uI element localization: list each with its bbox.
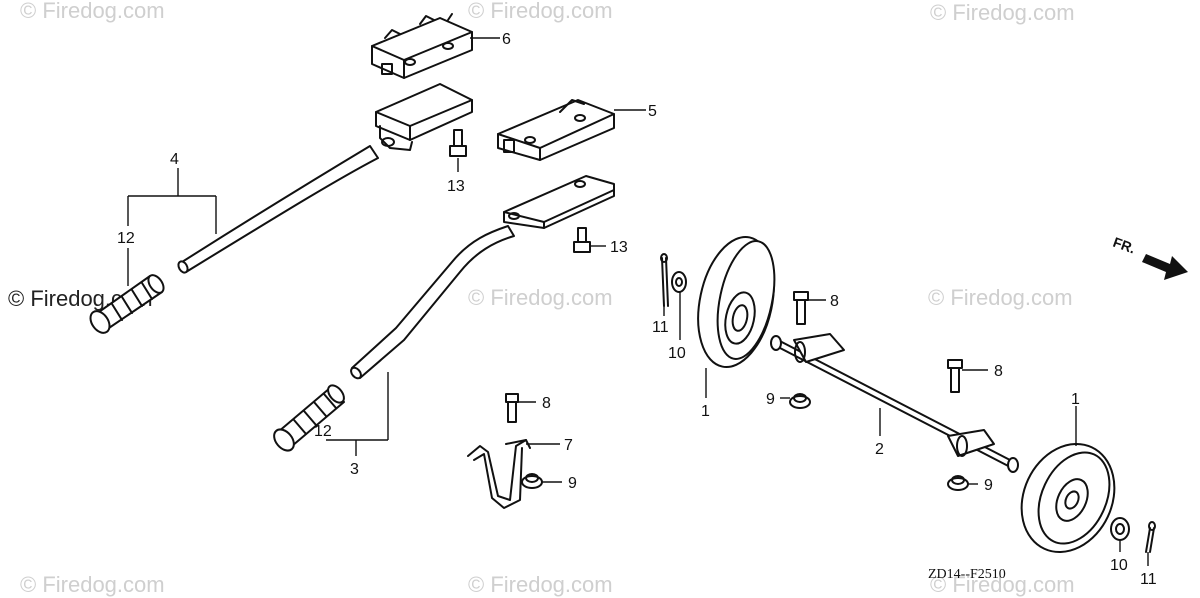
callout-12-upper: 12 (117, 230, 135, 247)
part-4-upper-handle (177, 83, 473, 274)
watermark: © Firedog.com (930, 0, 1075, 25)
callout-2: 2 (875, 441, 884, 458)
part-10-washer-left (671, 271, 687, 293)
callout-13-upper: 13 (447, 178, 465, 195)
front-direction-label: FR. (1111, 234, 1138, 257)
watermark: © Firedog.com (468, 285, 613, 310)
callout-10-left: 10 (668, 345, 686, 362)
callout-9-axle-right: 9 (984, 477, 993, 494)
callout-12-lower: 12 (314, 423, 332, 440)
part-9-nut-b (789, 393, 811, 409)
part-8-bolt-b (793, 291, 809, 325)
callout-7: 7 (564, 437, 573, 454)
callout-9-stay: 9 (568, 475, 577, 492)
watermark: © Firedog.com (468, 572, 613, 597)
callouts: 6 5 4 12 13 13 12 3 8 7 9 8 9 8 9 11 10 … (117, 31, 1157, 588)
watermark: © Firedog.com (928, 285, 1073, 310)
part-2-axle (770, 333, 1019, 473)
part-13-bolt-lower (573, 227, 591, 253)
part-5-bracket-cover (497, 99, 615, 161)
watermarks: © Firedog.com © Firedog.com © Firedog.co… (8, 0, 1075, 597)
part-12-grip-lower (273, 384, 345, 452)
callout-11-left: 11 (652, 319, 669, 336)
part-1-wheel-left (697, 236, 776, 368)
drawing-code: ZD14--F2510 (928, 567, 1006, 582)
front-direction-arrow-icon (1142, 254, 1188, 280)
part-7-stay (467, 439, 531, 509)
callout-8-axle-right: 8 (994, 363, 1003, 380)
watermark: © Firedog.com (20, 572, 165, 597)
part-3-lower-handle (350, 175, 615, 380)
callout-6: 6 (502, 31, 511, 48)
callout-1-left: 1 (701, 403, 710, 420)
part-10-washer-right (1110, 517, 1130, 541)
watermark: © Firedog.com (468, 0, 613, 23)
callout-10-right: 10 (1110, 557, 1128, 574)
callout-13-lower: 13 (610, 239, 628, 256)
part-11-cotter-pin-right (1145, 521, 1156, 553)
callout-1-right: 1 (1071, 391, 1080, 408)
front-direction-indicator: FR. (1111, 234, 1188, 280)
part-11-cotter-pin-left (660, 253, 669, 307)
part-9-nut-a (521, 473, 543, 489)
part-9-nut-c (947, 475, 969, 491)
part-6-bracket-cover (371, 13, 473, 79)
part-8-bolt-c (947, 359, 963, 393)
leader-lines (127, 37, 1149, 566)
callout-5: 5 (648, 103, 657, 120)
part-8-bolt-a (505, 393, 519, 423)
part-1-wheel-right (1020, 442, 1116, 554)
part-13-bolt-upper (449, 129, 467, 157)
callout-3: 3 (350, 461, 359, 478)
callout-9-axle-left: 9 (766, 391, 775, 408)
callout-8-stay: 8 (542, 395, 551, 412)
watermark: © Firedog.com (20, 0, 165, 23)
watermark: © Firedog.com (930, 572, 1075, 597)
callout-8-axle-left: 8 (830, 293, 839, 310)
part-12-grip-upper (89, 274, 165, 334)
callout-4: 4 (170, 151, 179, 168)
callout-11-right: 11 (1140, 571, 1157, 588)
